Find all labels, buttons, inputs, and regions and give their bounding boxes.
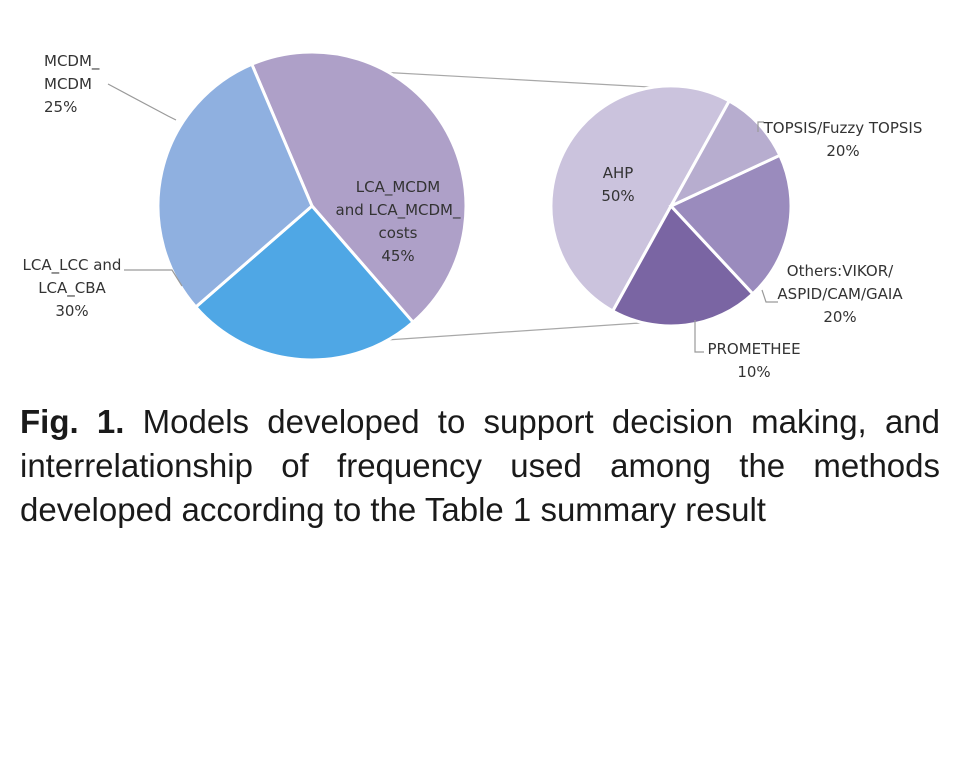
secondary-pie bbox=[549, 84, 793, 328]
leader-line bbox=[761, 289, 778, 303]
slice-topsis bbox=[610, 203, 755, 328]
leader-line bbox=[694, 320, 704, 353]
main-pie bbox=[156, 50, 468, 362]
slice-ahp bbox=[549, 84, 732, 314]
figure-caption: Fig. 1. Models developed to support deci… bbox=[20, 400, 940, 532]
slice-lca-mcdm bbox=[249, 50, 468, 325]
figure-label: Fig. 1. bbox=[20, 403, 125, 440]
leader-line bbox=[124, 269, 183, 287]
leader-line bbox=[757, 121, 764, 132]
leader-line bbox=[107, 83, 177, 121]
leader-lines bbox=[107, 83, 778, 353]
caption-text: Models developed to support decision mak… bbox=[20, 403, 941, 528]
slice-lca-lcc bbox=[156, 62, 314, 310]
slice-others bbox=[668, 153, 793, 296]
slice-promethee bbox=[667, 98, 782, 210]
slice-mcdm-mcdm bbox=[193, 203, 416, 362]
